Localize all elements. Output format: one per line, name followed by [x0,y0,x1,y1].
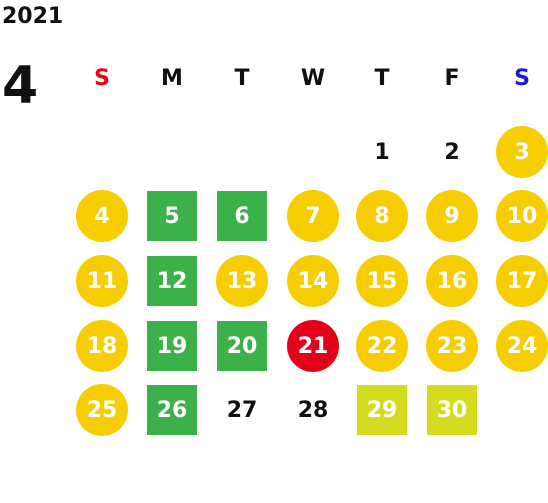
day-cell-10: 10 [496,190,548,242]
day-cell-8: 8 [356,190,408,242]
day-cell-26: 26 [147,385,197,435]
day-cell-23: 23 [426,320,478,372]
day-cell-18: 18 [76,320,128,372]
day-cell-7: 7 [287,190,339,242]
day-cell-13: 13 [216,255,268,307]
weekday-5: F [444,66,460,91]
day-cell-1: 1 [374,139,390,165]
day-cell-21: 21 [287,320,339,372]
day-cell-16: 16 [426,255,478,307]
day-cell-19: 19 [147,321,197,371]
weekday-1: M [161,66,183,91]
day-cell-12: 12 [147,256,197,306]
month-label: 4 [2,56,39,116]
day-cell-17: 17 [496,255,548,307]
day-cell-29: 29 [357,385,407,435]
day-cell-3: 3 [496,126,548,178]
day-cell-11: 11 [76,255,128,307]
day-cell-24: 24 [496,320,548,372]
day-cell-2: 2 [444,139,460,165]
day-cell-20: 20 [217,321,267,371]
day-cell-27: 27 [226,397,258,423]
day-cell-9: 9 [426,190,478,242]
day-cell-15: 15 [356,255,408,307]
day-cell-4: 4 [76,190,128,242]
day-cell-28: 28 [297,397,329,423]
day-cell-30: 30 [427,385,477,435]
day-cell-5: 5 [147,191,197,241]
weekday-4: T [374,66,390,91]
weekday-0: S [94,66,110,91]
day-cell-25: 25 [76,384,128,436]
year-label: 2021 [2,4,64,29]
weekday-3: W [300,66,326,91]
day-cell-6: 6 [217,191,267,241]
day-cell-22: 22 [356,320,408,372]
weekday-6: S [514,66,530,91]
day-cell-14: 14 [287,255,339,307]
weekday-2: T [234,66,250,91]
